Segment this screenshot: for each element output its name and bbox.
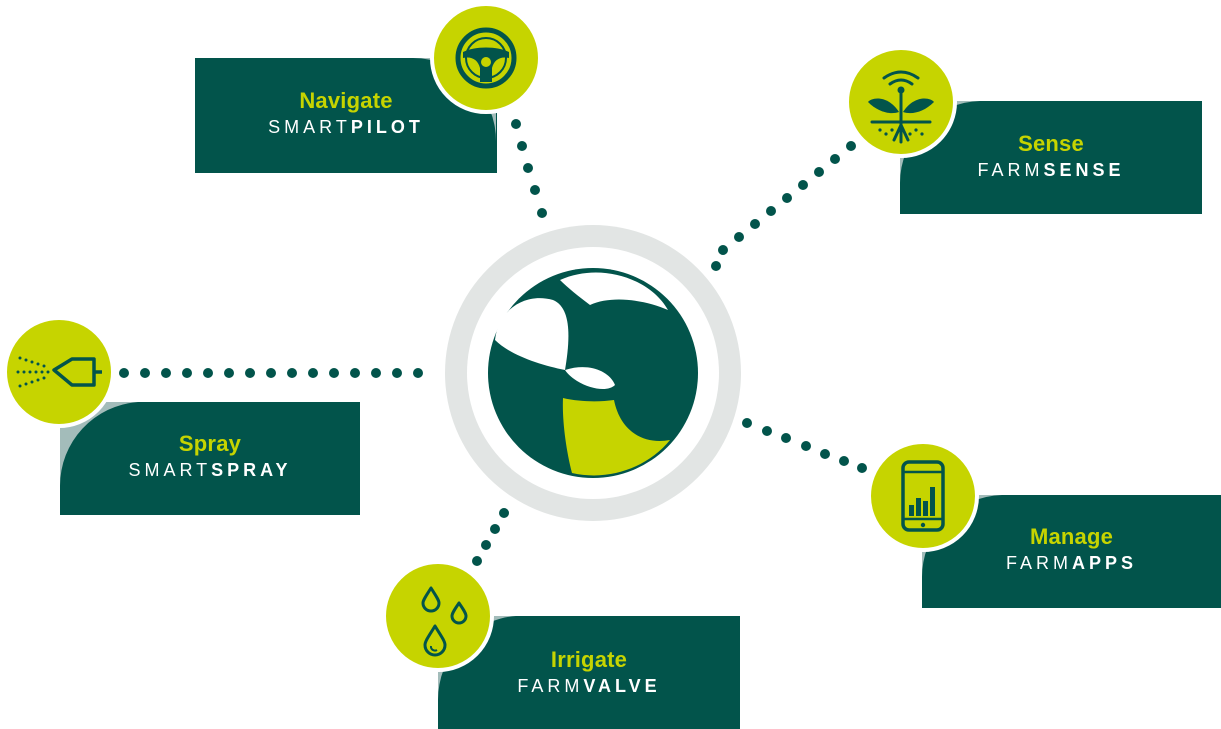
connector-navigate [511,119,547,218]
module-title: Sense [1018,131,1084,156]
brand-prefix: SMART [268,117,351,137]
brand-prefix: FARM [517,676,584,696]
brand-suffix: SPRAY [211,460,292,480]
module-title: Irrigate [550,647,628,672]
steering-wheel-icon [413,2,542,141]
module-box-spray: Spray SMARTSPRAY [60,402,360,515]
module-brand: FARMVALVE [438,676,740,697]
module-brand: SMARTSPRAY [60,460,360,481]
module-brand: FARMAPPS [922,553,1221,574]
smartphone-chart-icon [867,440,1002,578]
module-title: Manage [1029,524,1114,549]
water-drops-icon [382,560,516,700]
hub-logo [445,225,741,521]
brand-suffix: SENSE [1043,160,1125,180]
connector-sense [711,141,856,271]
brand-suffix: PILOT [350,117,424,137]
module-brand: SMARTPILOT [195,117,497,138]
connector-spray [119,368,423,378]
brand-prefix: FARM [977,160,1044,180]
plant-sensor-icon [845,46,980,183]
module-title: Spray [178,431,242,456]
brand-suffix: VALVE [583,676,661,696]
module-brand: FARMSENSE [900,160,1202,181]
module-title: Navigate [299,88,393,113]
brand-prefix: FARM [1005,553,1072,573]
brand-prefix: SMART [128,460,212,480]
brand-suffix: APPS [1071,553,1138,573]
spray-nozzle-icon [3,316,138,486]
connector-manage [742,418,867,473]
